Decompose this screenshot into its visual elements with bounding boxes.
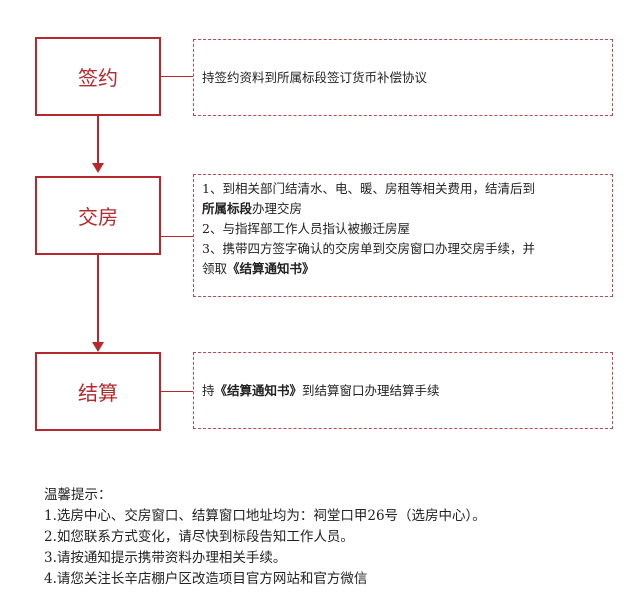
flow-arrow-head [92,163,104,173]
desc-box-settle: 持《结算通知书》到结算窗口办理结算手续 [193,352,613,429]
desc-line: 3、携带四方签字确认的交房单到交房窗口办理交房手续，并 [202,241,535,256]
tips-item: 2.如您联系方式变化，请尽快到标段告知工作人员。 [44,529,354,545]
step-label: 签约 [78,66,118,90]
desc-box-sign: 持签约资料到所属标段签订货币补偿协议 [193,39,613,116]
step-box-handover: 交房 [35,176,161,255]
tips-item: 1.选房中心、交房窗口、结算窗口地址均为：祠堂口甲26号（选房中心）。 [44,508,486,524]
connector-line [161,391,193,392]
desc-text: 持 [202,382,215,398]
tips-section: 温馨提示： 1.选房中心、交房窗口、结算窗口地址均为：祠堂口甲26号（选房中心）… [44,485,634,590]
desc-box-handover: 1、到相关部门结清水、电、暖、房租等相关费用，结清后到 所属标段办理交房 2、与… [193,174,613,297]
desc-text: 办理交房 [252,201,303,216]
step-box-sign: 签约 [35,37,161,116]
step-label: 交房 [78,205,118,229]
desc-text: 领取 [202,261,228,276]
desc-bold: 所属标段 [202,201,253,216]
desc-line: 2、与指挥部工作人员指认被搬迁房屋 [202,221,410,236]
desc-bold: 《结算通知书》 [227,261,315,276]
tips-item: 3.请按通知提示携带资料办理相关手续。 [44,550,287,566]
tips-title: 温馨提示： [44,487,112,503]
desc-bold: 《结算通知书》 [214,382,303,398]
connector-line [161,76,193,77]
flow-arrow-head [92,342,104,352]
desc-line: 所属标段办理交房 [202,199,602,219]
flow-arrow-line [97,255,99,343]
desc-text: 到结算窗口办理结算手续 [302,382,440,398]
desc-line: 1、到相关部门结清水、电、暖、房租等相关费用，结清后到 [202,181,535,196]
step-label: 结算 [78,381,118,405]
desc-line: 领取《结算通知书》 [202,259,602,279]
desc-text: 持签约资料到所属标段签订货币补偿协议 [202,69,428,85]
tips-item: 4.请您关注长辛店棚户区改造项目官方网站和官方微信 [44,571,368,587]
step-box-settle: 结算 [35,352,161,431]
flow-arrow-line [97,116,99,164]
connector-line [161,236,193,237]
